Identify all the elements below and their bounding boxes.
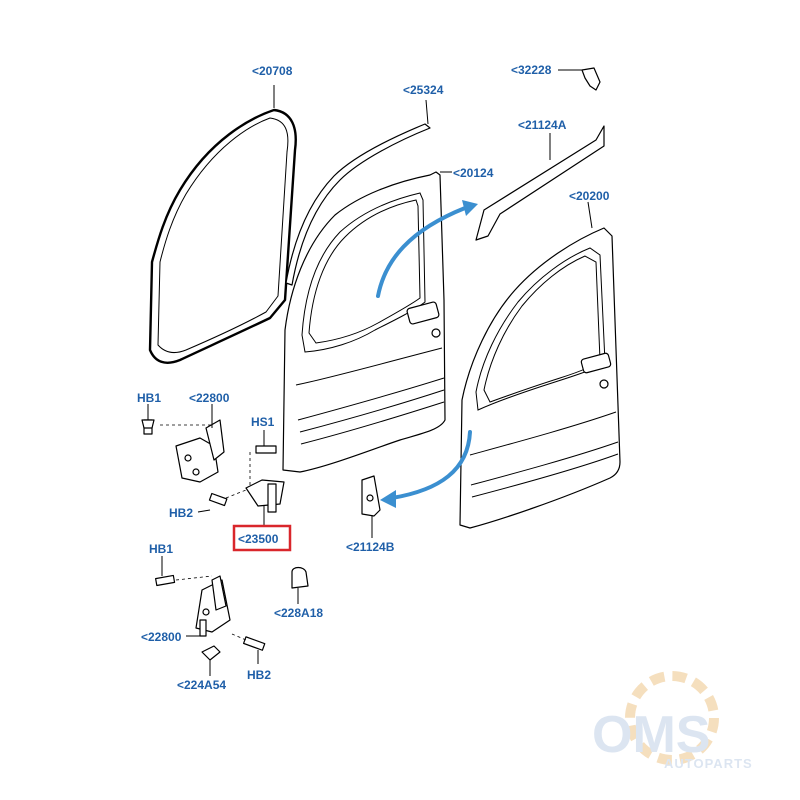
watermark-sub: AUTOPARTS [664,756,753,771]
label-22800-bottom: <22800 [141,630,182,644]
belt-molding [285,99,431,286]
label-hs1: HS1 [251,415,275,429]
lower-hinge-group [155,556,309,676]
label-hb1-top: HB1 [137,391,161,405]
label-20124: <20124 [453,166,494,180]
rear-door [459,201,621,529]
arrow-up [376,206,467,298]
label-32228: <32228 [511,63,552,77]
clip-part [558,67,601,91]
label-22800-top: <22800 [189,391,230,405]
label-hb2-bottom: HB2 [247,668,271,682]
label-20708: <20708 [252,64,293,78]
arrow-down [390,430,472,500]
label-21124a: <21124A [518,118,567,132]
label-hb1-bottom: HB1 [149,542,173,556]
label-228a18: <228A18 [274,606,323,620]
upper-bracket [475,125,605,241]
label-20200: <20200 [569,189,610,203]
door-weatherstrip [148,85,297,364]
label-23500: <23500 [238,532,279,546]
watermark: OMS AUTOPARTS [592,671,753,771]
gear-icon [625,671,719,765]
label-25324: <25324 [403,83,444,97]
upper-hinge-group [141,404,285,526]
label-hb2-top: HB2 [169,506,193,520]
watermark-brand: OMS [592,706,710,764]
highlight-box [232,524,292,552]
lower-bracket [361,475,381,538]
label-224a54: <224A54 [177,678,226,692]
label-21124b: <21124B [346,540,395,554]
